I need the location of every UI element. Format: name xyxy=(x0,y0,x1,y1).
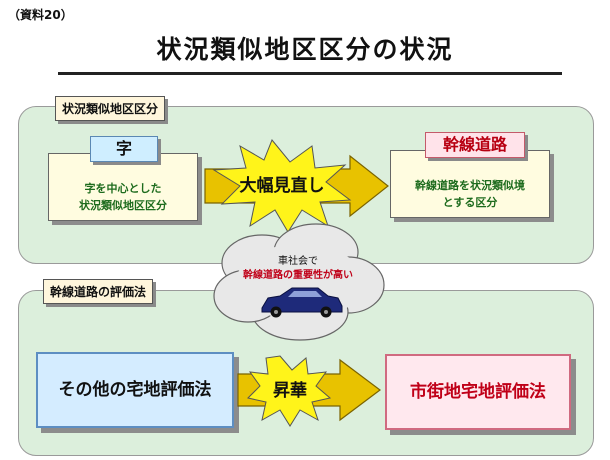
cloud-line1: 車社会で xyxy=(278,254,318,267)
other-evaluation-card: その他の宅地評価法 xyxy=(36,352,234,428)
road-chip: 幹線道路 xyxy=(425,132,525,158)
arrow-review-label: 大幅見直し xyxy=(240,175,325,196)
road-zoning-card: 幹線道路を状況類似境 とする区分 xyxy=(390,150,550,218)
road-desc-line1: 幹線道路を状況類似境 xyxy=(415,179,525,192)
page-title: 状況類似地区区分の状況 xyxy=(156,35,454,64)
road-desc-line2: とする区分 xyxy=(442,196,498,209)
urban-evaluation-card: 市街地宅地評価法 xyxy=(385,354,571,430)
starburst-elevate xyxy=(247,355,332,427)
cloud-callout xyxy=(213,223,385,341)
section-label-zoning: 状況類似地区区分 xyxy=(55,96,166,121)
section-label-evaluation: 幹線道路の評価法 xyxy=(43,279,154,304)
aza-desc-line1: 字を中心とした xyxy=(84,182,162,195)
arrow-elevate-label: 昇華 xyxy=(273,381,307,401)
cloud-line2: 幹線道路の重要性が高い xyxy=(243,268,353,281)
document-label: （資料20） xyxy=(8,8,73,22)
title-underline xyxy=(58,72,562,75)
aza-desc-line2: 状況類似地区区分 xyxy=(79,199,167,212)
car-icon xyxy=(261,287,343,318)
aza-chip: 字 xyxy=(90,136,158,162)
